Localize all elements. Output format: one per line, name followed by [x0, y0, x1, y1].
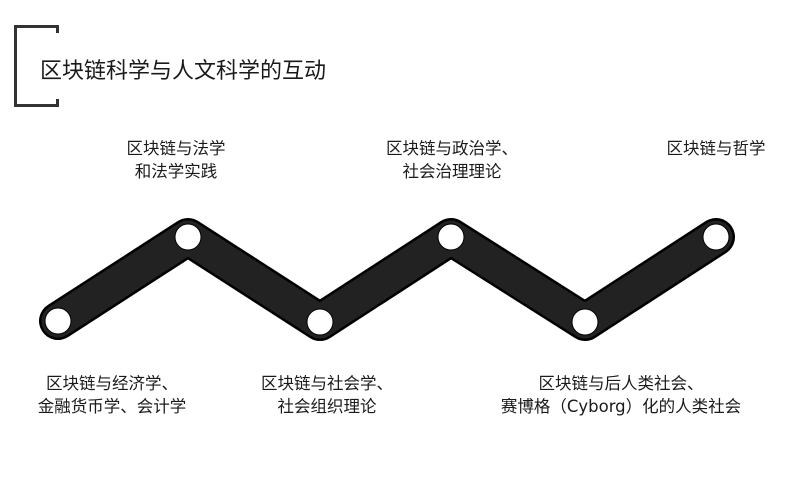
page-title: 区块链科学与人文科学的互动 [40, 59, 327, 84]
label-line: 和法学实践 [134, 162, 218, 181]
label-line: 金融货币学、会计学 [37, 397, 187, 416]
label-economics: 区块链与经济学、 金融货币学、会计学 [38, 372, 187, 418]
label-line: 区块链与经济学、 [46, 374, 178, 393]
node-posthuman [571, 308, 599, 336]
label-sociology: 区块链与社会学、 社会组织理论 [261, 372, 393, 418]
label-line: 社会组织理论 [277, 397, 377, 416]
title-bracket [14, 25, 59, 107]
node-economics [44, 307, 72, 335]
label-line: 区块链与政治学、 [386, 139, 518, 158]
label-line: 社会治理理论 [402, 162, 502, 181]
zigzag-band-inner [41, 220, 733, 339]
label-line: 区块链与社会学、 [261, 374, 393, 393]
node-philosophy [702, 223, 730, 251]
label-politics: 区块链与政治学、 社会治理理论 [386, 137, 518, 183]
label-line: 区块链与后人类社会、 [538, 374, 704, 393]
label-line: 赛博格（Cyborg）化的人类社会 [500, 397, 742, 416]
label-line: 区块链与法学 [126, 139, 226, 158]
node-law [174, 223, 202, 251]
node-politics [437, 223, 465, 251]
label-law: 区块链与法学 和法学实践 [127, 137, 226, 183]
label-philosophy: 区块链与哲学 [667, 137, 766, 160]
label-line: 区块链与哲学 [666, 139, 766, 158]
label-posthuman: 区块链与后人类社会、 赛博格（Cyborg）化的人类社会 [501, 372, 741, 418]
node-sociology [306, 308, 334, 336]
